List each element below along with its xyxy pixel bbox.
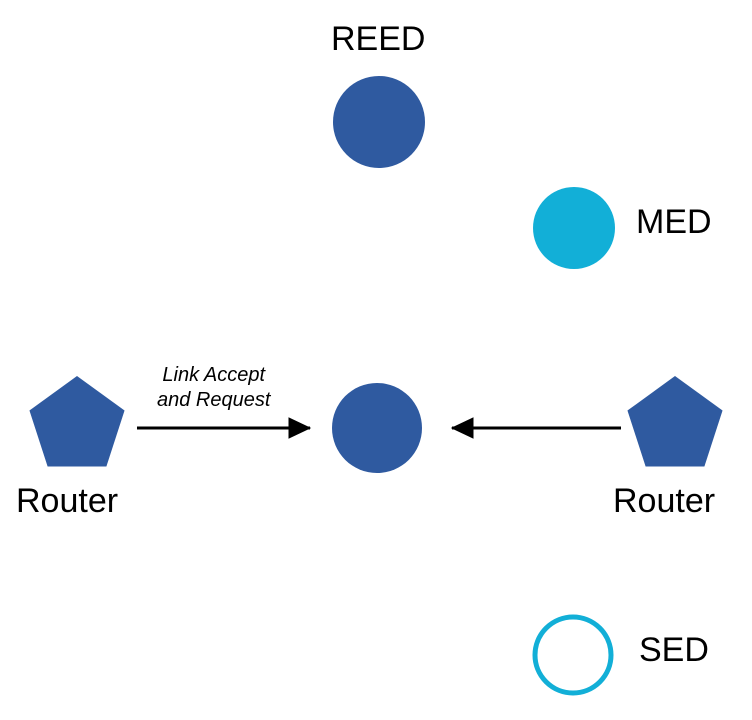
edge-label-line-2: and Request (157, 389, 271, 411)
node-label-router-right: Router (613, 482, 716, 520)
node-router-left[interactable] (29, 376, 125, 467)
edge-label-line-1: Link Accept (162, 364, 266, 386)
edge-label-link-accept-and-request: Link Accept and Request (157, 363, 270, 413)
node-label-sed: SED (639, 631, 709, 669)
node-sed[interactable] (532, 614, 614, 696)
node-label-med: MED (636, 203, 712, 241)
node-label-router-left: Router (16, 482, 119, 520)
node-leader[interactable] (332, 383, 422, 473)
node-med[interactable] (533, 187, 615, 269)
node-reed[interactable] (333, 76, 425, 168)
node-router-right[interactable] (627, 376, 723, 467)
node-label-reed: REED (331, 20, 426, 58)
